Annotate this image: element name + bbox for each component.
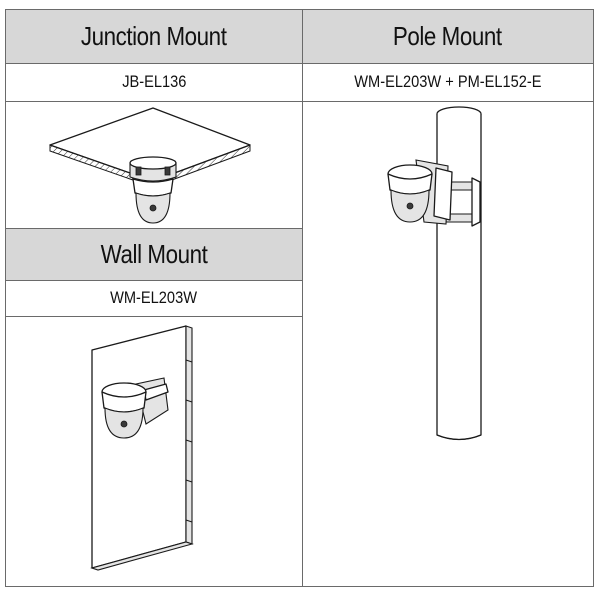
- row-divider-model: [6, 101, 593, 102]
- junction-mount-illustration: [49, 107, 251, 224]
- pole-mount-illustration: [387, 106, 482, 441]
- pole-mount-header: Pole Mount: [302, 10, 593, 63]
- junction-mount-model-cell: JB-EL136: [6, 63, 302, 101]
- row-divider-wall-top: [6, 228, 302, 229]
- pole-mount-title: Pole Mount: [393, 21, 502, 51]
- wall-mount-illustration: [90, 325, 194, 571]
- pole-mount-model-cell: WM-EL203W + PM-EL152-E: [302, 63, 593, 101]
- row-divider-wall-model: [6, 316, 302, 317]
- column-divider: [302, 10, 303, 586]
- junction-mount-title: Junction Mount: [81, 21, 227, 51]
- wall-mount-header: Wall Mount: [6, 228, 302, 280]
- wall-mount-model-cell: WM-EL203W: [6, 280, 302, 316]
- row-divider-header: [6, 63, 593, 64]
- junction-mount-model: JB-EL136: [121, 72, 187, 91]
- row-divider-wall-header: [6, 280, 302, 281]
- wall-mount-title: Wall Mount: [100, 238, 208, 269]
- mount-table: Junction Mount Pole Mount JB-EL136 WM-EL…: [5, 9, 594, 587]
- pole-mount-model: WM-EL203W + PM-EL152-E: [353, 72, 542, 91]
- junction-mount-header: Junction Mount: [6, 10, 302, 63]
- wall-panel-icon: [91, 325, 187, 569]
- wall-mount-model: WM-EL203W: [110, 288, 198, 307]
